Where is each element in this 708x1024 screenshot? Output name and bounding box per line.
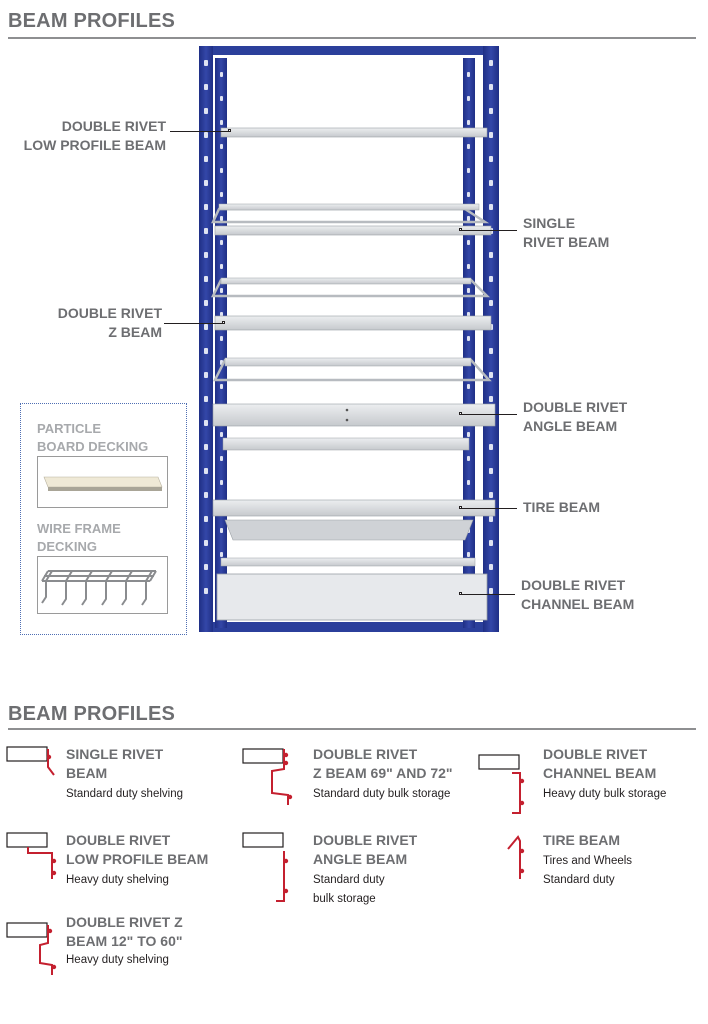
angle-beam-icon — [242, 832, 289, 902]
profile-title: DOUBLE RIVET LOW PROFILE BEAM — [66, 832, 209, 867]
z-beam-icon — [242, 748, 293, 805]
profile-title: DOUBLE RIVET Z BEAM 12" TO 60" — [66, 914, 183, 949]
leader-channel-beam — [459, 592, 515, 595]
leader-tire-beam — [459, 506, 517, 509]
profile-title: DOUBLE RIVET CHANNEL BEAM — [543, 746, 657, 781]
section-title-bottom: BEAM PROFILES — [8, 703, 176, 725]
callout-single-rivet-beam: SINGLE RIVET BEAM — [523, 215, 610, 250]
particle-board-decking-label: PARTICLE BOARD DECKING — [37, 421, 149, 454]
profile-title: TIRE BEAM — [543, 832, 620, 848]
callout-channel-beam: DOUBLE RIVET CHANNEL BEAM — [521, 577, 635, 612]
leader-single-rivet-beam — [459, 228, 517, 231]
callout-angle-beam: DOUBLE RIVET ANGLE BEAM — [523, 399, 628, 434]
title-rule-top — [8, 37, 696, 39]
profile-tire-beam: TIRE BEAM Tires and Wheels Standard duty — [478, 831, 704, 891]
profile-title: SINGLE RIVET BEAM — [66, 746, 164, 781]
profile-description: Heavy duty shelving — [66, 954, 169, 966]
tire-beam-icon — [507, 835, 525, 879]
callout-tire-beam: TIRE BEAM — [523, 499, 600, 515]
section-title-top: BEAM PROFILES — [8, 10, 176, 32]
profile-single-rivet-beam: SINGLE RIVET BEAM Standard duty shelving — [6, 745, 226, 805]
profile-description: Standard duty shelving — [66, 788, 183, 800]
leader-low-profile-beam — [170, 129, 231, 132]
profile-z-beam-12-60: DOUBLE RIVET Z BEAM 12" TO 60" Heavy dut… — [6, 913, 234, 983]
z-beam-small-icon — [6, 922, 57, 975]
low-profile-beam-icon — [6, 832, 57, 879]
title-rule-bottom — [8, 728, 696, 730]
profile-description: Standard duty bulk storage — [313, 874, 385, 905]
profile-description: Tires and Wheels Standard duty — [543, 855, 633, 886]
channel-beam-icon — [478, 754, 525, 814]
leader-z-beam — [164, 321, 225, 324]
shelving-unit-image — [199, 46, 499, 632]
callout-z-beam: DOUBLE RIVET Z BEAM — [57, 305, 162, 340]
profile-channel-beam: DOUBLE RIVET CHANNEL BEAM Heavy duty bul… — [478, 745, 704, 825]
callout-low-profile-beam: DOUBLE RIVET LOW PROFILE BEAM — [23, 118, 166, 153]
profile-title: DOUBLE RIVET Z BEAM 69" AND 72" — [313, 746, 453, 781]
profile-low-profile-beam: DOUBLE RIVET LOW PROFILE BEAM Heavy duty… — [6, 831, 234, 891]
profile-description: Standard duty bulk storage — [313, 788, 451, 800]
profile-description: Heavy duty shelving — [66, 874, 169, 886]
particle-board-decking-image — [37, 456, 168, 508]
profile-z-beam-69-72: DOUBLE RIVET Z BEAM 69" AND 72" Standard… — [242, 745, 472, 811]
wire-frame-decking-image — [37, 556, 168, 614]
single-rivet-beam-icon — [6, 746, 55, 776]
profile-angle-beam: DOUBLE RIVET ANGLE BEAM Standard duty bu… — [242, 831, 472, 911]
profile-title: DOUBLE RIVET ANGLE BEAM — [313, 832, 418, 867]
leader-angle-beam — [459, 412, 517, 415]
decking-options-panel: PARTICLE BOARD DECKING WIRE FRAME DECKIN… — [20, 403, 187, 635]
profile-description: Heavy duty bulk storage — [543, 788, 667, 800]
wire-frame-decking-label: WIRE FRAME DECKING — [37, 521, 121, 554]
